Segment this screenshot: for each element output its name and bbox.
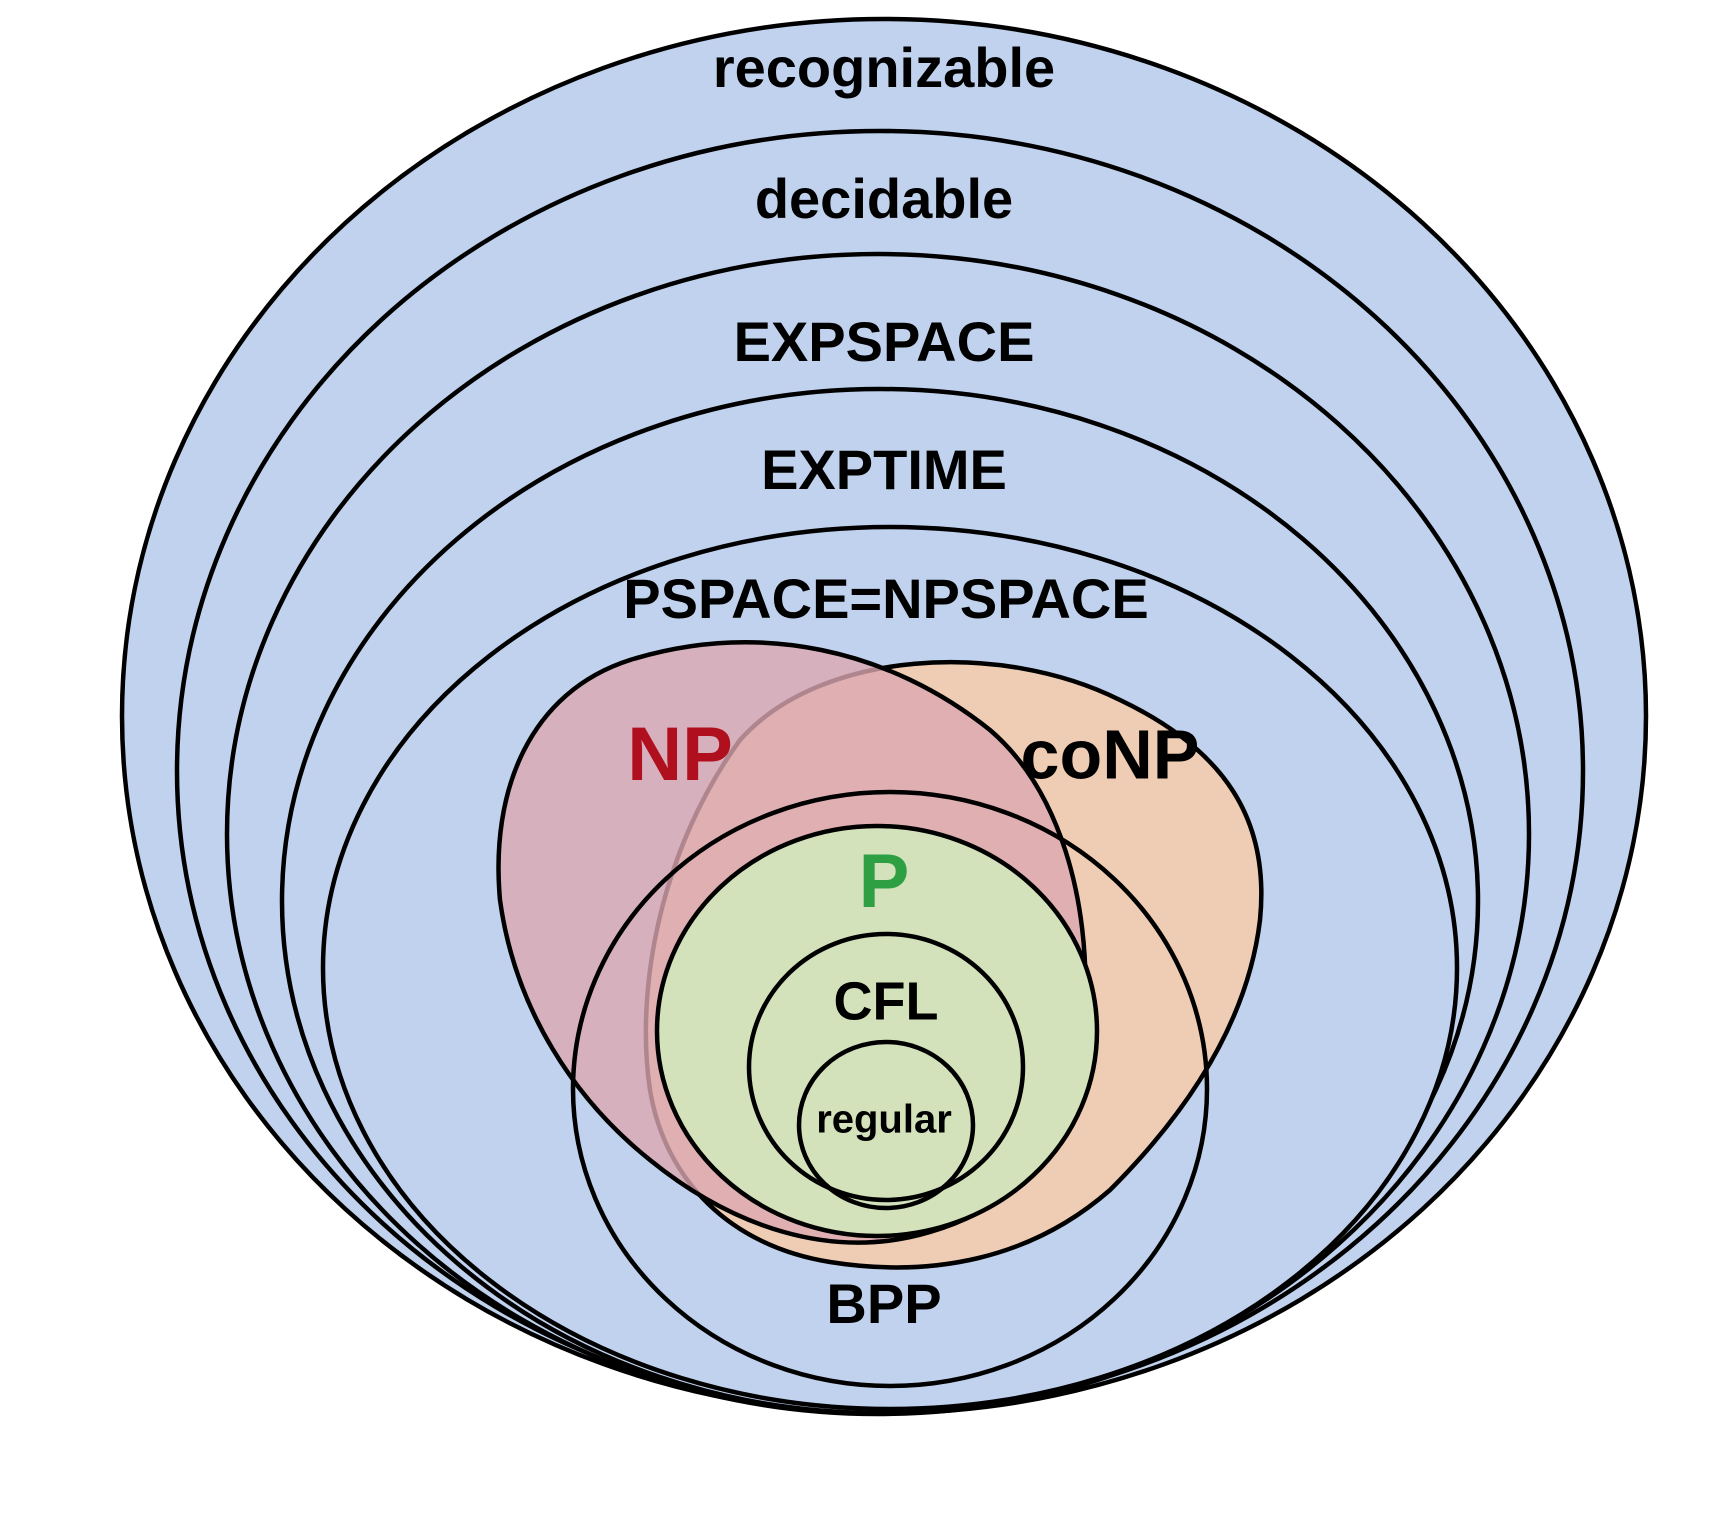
regular-region [796, 1039, 976, 1211]
conp-label: coNP [1021, 715, 1200, 793]
regular-label: regular [816, 1098, 952, 1142]
pspace-label: PSPACE=NPSPACE [623, 567, 1148, 630]
cfl-region [746, 931, 1026, 1203]
exptime-label: EXPTIME [761, 438, 1007, 501]
cfl-label: CFL [834, 971, 939, 1031]
p-label: P [859, 839, 910, 924]
recognizable-label: recognizable [713, 36, 1055, 99]
decidable-label: decidable [755, 167, 1013, 230]
bpp-region [570, 789, 1210, 1389]
np-label: NP [627, 712, 733, 797]
bpp-label: BPP [826, 1272, 941, 1335]
expspace-label: EXPSPACE [734, 310, 1035, 373]
